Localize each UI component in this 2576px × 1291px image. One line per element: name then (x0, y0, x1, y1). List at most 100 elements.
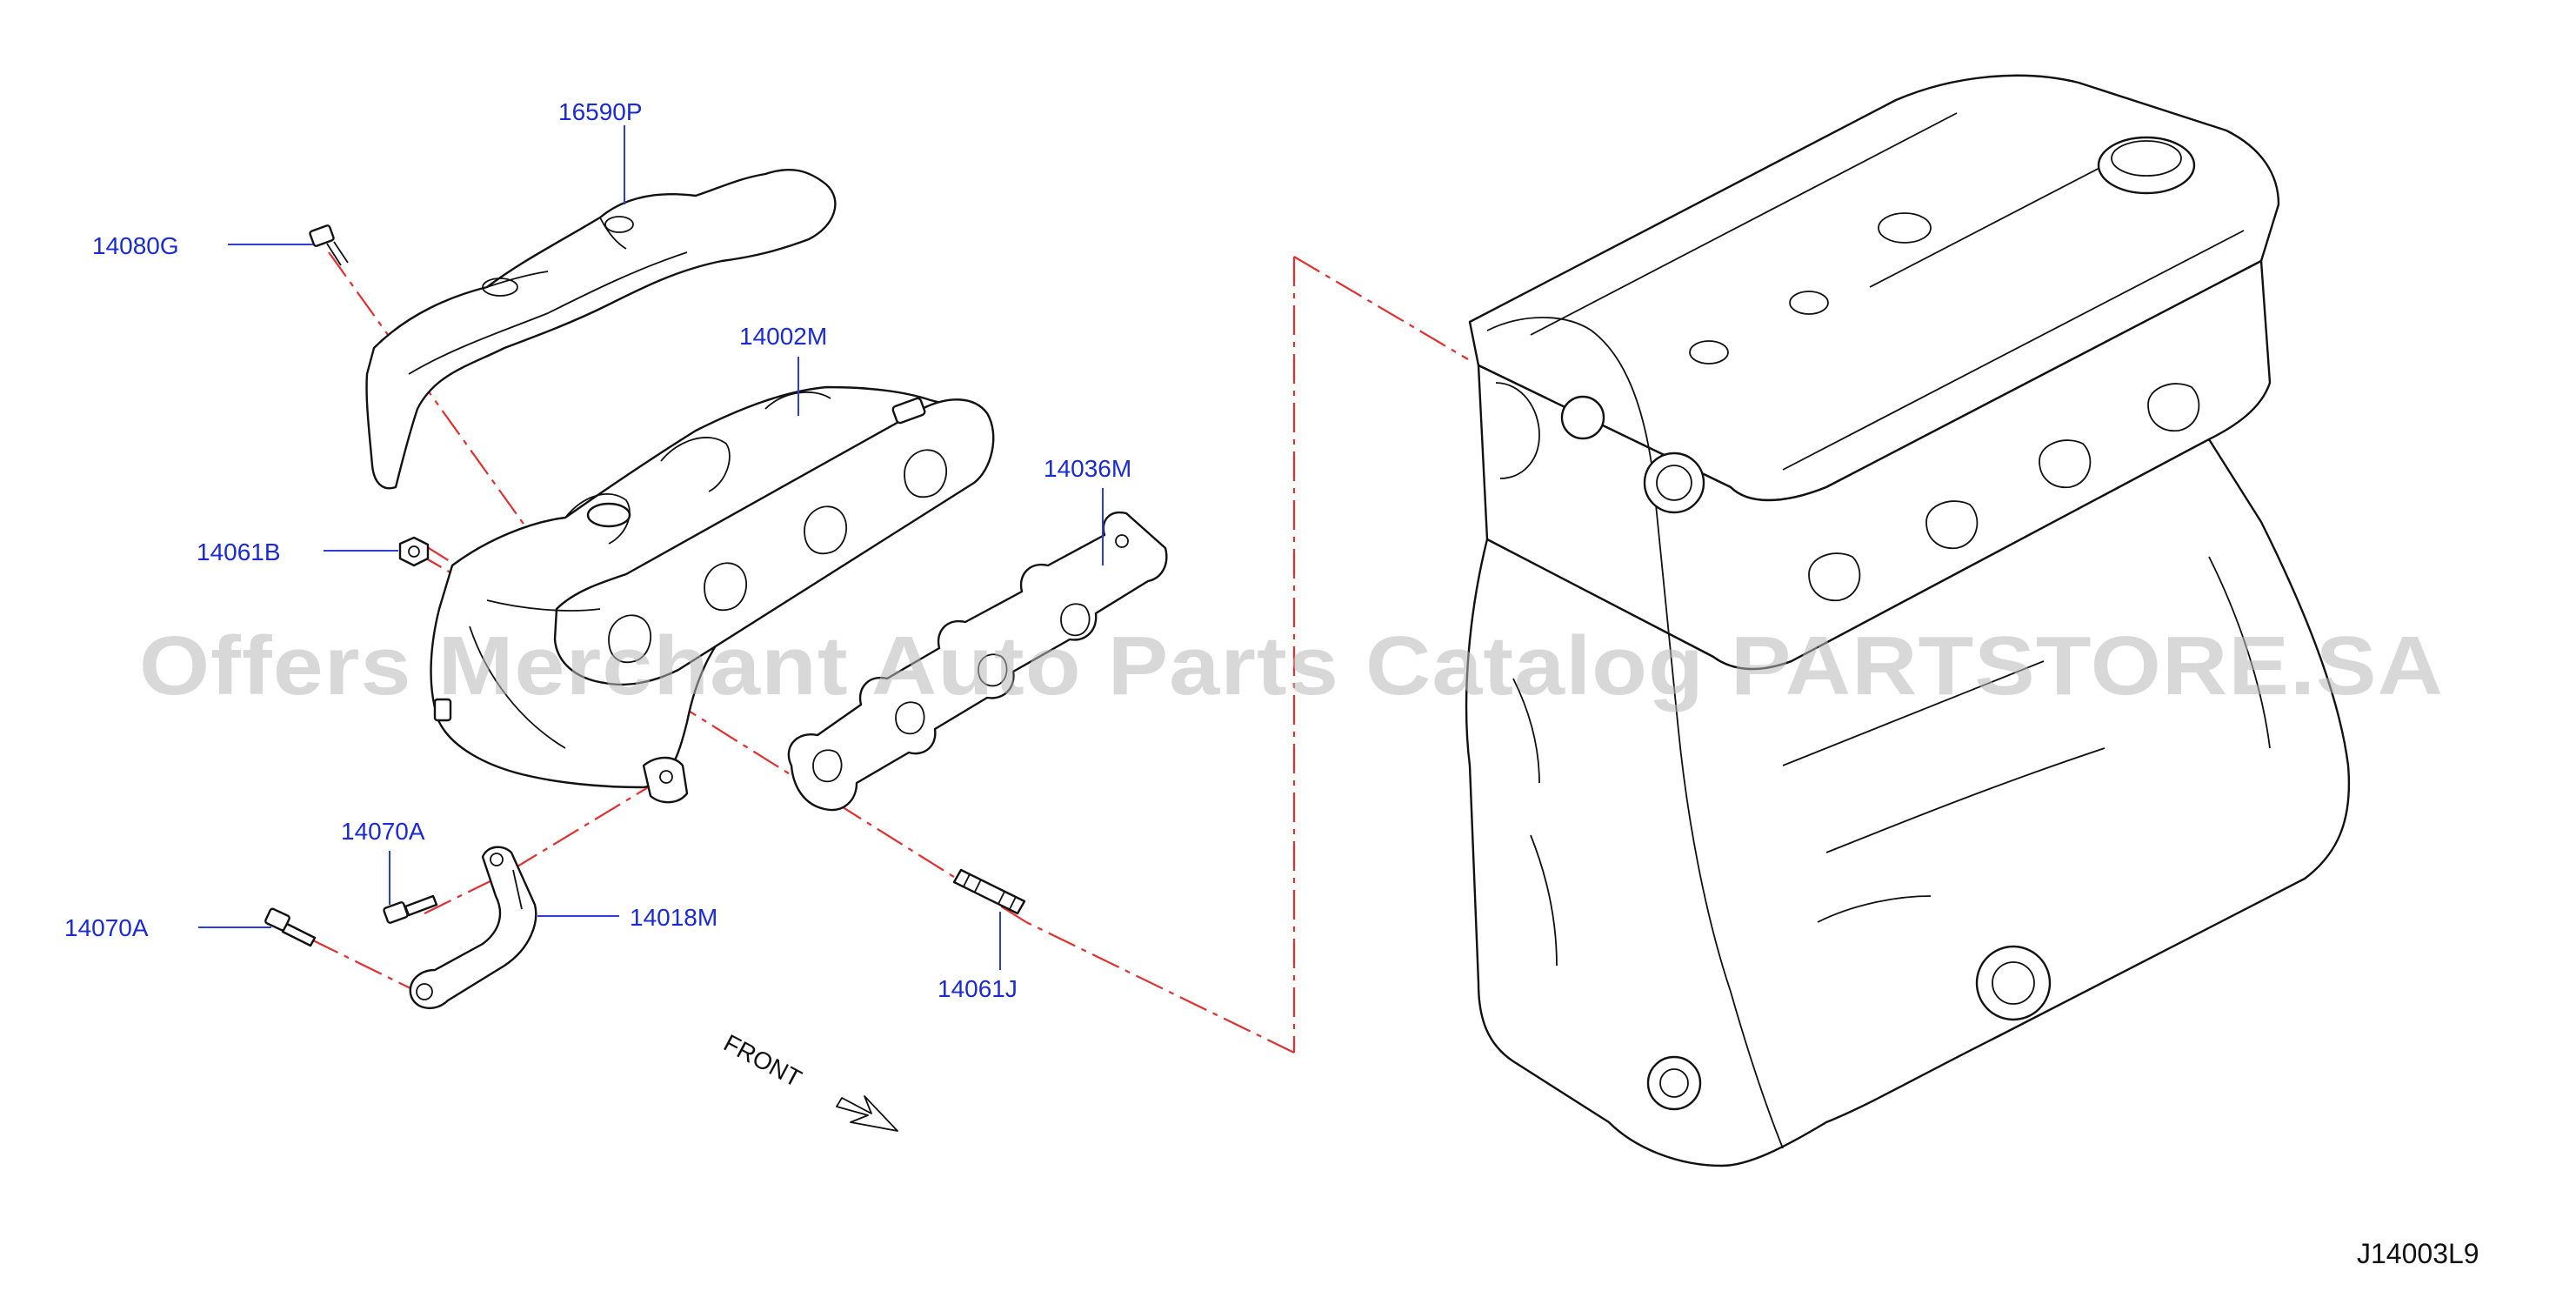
timing-cover-edge (1486, 317, 1784, 1149)
bracket-bend (512, 869, 523, 910)
insulator-bolt-14080g (309, 224, 349, 266)
block-rib-2 (1825, 747, 2106, 853)
runner-1 (564, 493, 631, 545)
stud-body (952, 868, 1026, 915)
collector-seam (469, 625, 566, 749)
cover-rib-3 (1869, 164, 2106, 288)
insulator-rib-3 (599, 217, 627, 250)
phantom-line-bracket-upper (424, 773, 671, 914)
bolt-upper-shank (404, 894, 438, 917)
block-rib-3 (2208, 556, 2271, 749)
insulator-dimple (482, 278, 518, 297)
oil-filter-boss (1975, 945, 2052, 1021)
manifold-outlet-flange (642, 756, 689, 804)
watermark: Offers Merchant Auto Parts Catalog PARTS… (139, 619, 2444, 712)
crank-seal-inner (1659, 1068, 1689, 1098)
label-exhaust-manifold: 14002M (739, 323, 827, 350)
head-port-3 (2039, 439, 2092, 489)
bolt-upper-head (383, 901, 409, 924)
insulator-body (365, 168, 837, 490)
part-labels: 16590P 14080G 14002M 14036M 14061B 14070… (64, 98, 1131, 1002)
runner-2 (660, 437, 731, 492)
head-port-2 (1925, 500, 1979, 550)
bracket-bolt-lower-14070a (264, 907, 317, 947)
spark-plug-well-3 (1689, 340, 1729, 365)
cam-seal-2 (1560, 395, 1605, 440)
spark-plug-well-2 (1789, 291, 1829, 315)
manifold-stud-14061j (952, 868, 1026, 915)
manifold-boss-top (586, 502, 631, 528)
phantom-line-engine-top (1293, 256, 1469, 360)
front-rib-1 (1512, 678, 1540, 784)
label-manifold-stud: 14061J (938, 975, 1018, 1002)
oil-filler-cap (2097, 136, 2196, 195)
bolt-lower-shank (281, 922, 317, 947)
bracket-body (409, 846, 537, 1009)
stud-thread-1 (963, 873, 971, 887)
cover-rib-1 (1530, 112, 1958, 336)
gasket-outline (787, 511, 1168, 812)
insulator-bolt-hole (604, 216, 634, 233)
manifold-sensor-boss (433, 698, 452, 722)
stud-thread-4 (1009, 896, 1017, 910)
bolt-shank (326, 243, 342, 266)
front-arrow-icon (836, 1095, 898, 1132)
manifold-nut-14061b (398, 536, 430, 567)
engine-assembly (1465, 74, 2351, 1167)
label-bracket-bolt-lower: 14070A (64, 914, 149, 941)
block-rib-1 (1782, 660, 2045, 766)
outlet-flange-hole (659, 770, 673, 784)
flange-port-1 (608, 614, 651, 664)
cam-seal (1643, 452, 1705, 514)
oil-filter-boss-inner (1992, 961, 2035, 1005)
label-manifold-nut: 14061B (197, 538, 281, 565)
label-heat-insulator: 16590P (558, 98, 643, 125)
exhaust-manifold-14002m (430, 385, 995, 804)
stud-thread-2 (974, 879, 982, 893)
oil-filler-cap-top (2111, 140, 2182, 177)
manifold-lifting-lug (891, 397, 926, 425)
manifold-flange (553, 398, 995, 686)
insulator-rib-2 (486, 271, 549, 288)
front-rib-2 (1530, 834, 1558, 967)
label-insulator-bolt: 14080G (92, 232, 179, 259)
flange-port-2 (704, 562, 747, 612)
collector-seam-2 (486, 599, 601, 612)
bolt-head (309, 224, 335, 247)
front-direction-indicator: FRONT (719, 1029, 898, 1132)
label-manifold-bracket: 14018M (630, 904, 717, 931)
block-rib-4 (1817, 895, 1932, 923)
leader-lines (198, 125, 1104, 970)
gasket-stud-hole (1115, 534, 1129, 548)
cam-seal-inner (1656, 465, 1692, 501)
insulator-rib-1 (408, 251, 688, 375)
front-label: FRONT (719, 1029, 806, 1093)
gasket-port-3 (978, 653, 1008, 687)
crank-seal (1646, 1055, 1702, 1111)
gasket-port-1 (812, 749, 843, 783)
phantom-line-bracket-lower (310, 939, 418, 993)
gasket-port-4 (1060, 603, 1091, 637)
phantom-line-engine-bottom (1025, 921, 1295, 1054)
nut-hex (398, 536, 430, 567)
label-bracket-bolt-upper: 14070A (341, 818, 425, 845)
gasket-port-2 (895, 701, 925, 735)
nut-hole (408, 545, 420, 558)
timing-cover-curve (1495, 382, 1540, 479)
spark-plug-well-1 (1878, 212, 1932, 244)
heat-insulator-16590p (365, 168, 837, 490)
flange-port-3 (804, 505, 847, 555)
bracket-hole-lower (416, 983, 433, 1000)
bolt-shank-edge (333, 241, 349, 264)
head-port-1 (1808, 552, 1861, 602)
stud-thread-3 (998, 891, 1005, 905)
cover-rib-2 (1782, 230, 2245, 471)
bracket-hole-upper (490, 853, 504, 866)
manifold-gasket-14036m (787, 511, 1168, 812)
label-manifold-gasket: 14036M (1044, 455, 1131, 482)
manifold-bracket-14018m (409, 846, 537, 1009)
head-port-4 (2147, 383, 2200, 432)
engine-block (1465, 438, 2351, 1167)
flange-port-4 (904, 449, 947, 498)
